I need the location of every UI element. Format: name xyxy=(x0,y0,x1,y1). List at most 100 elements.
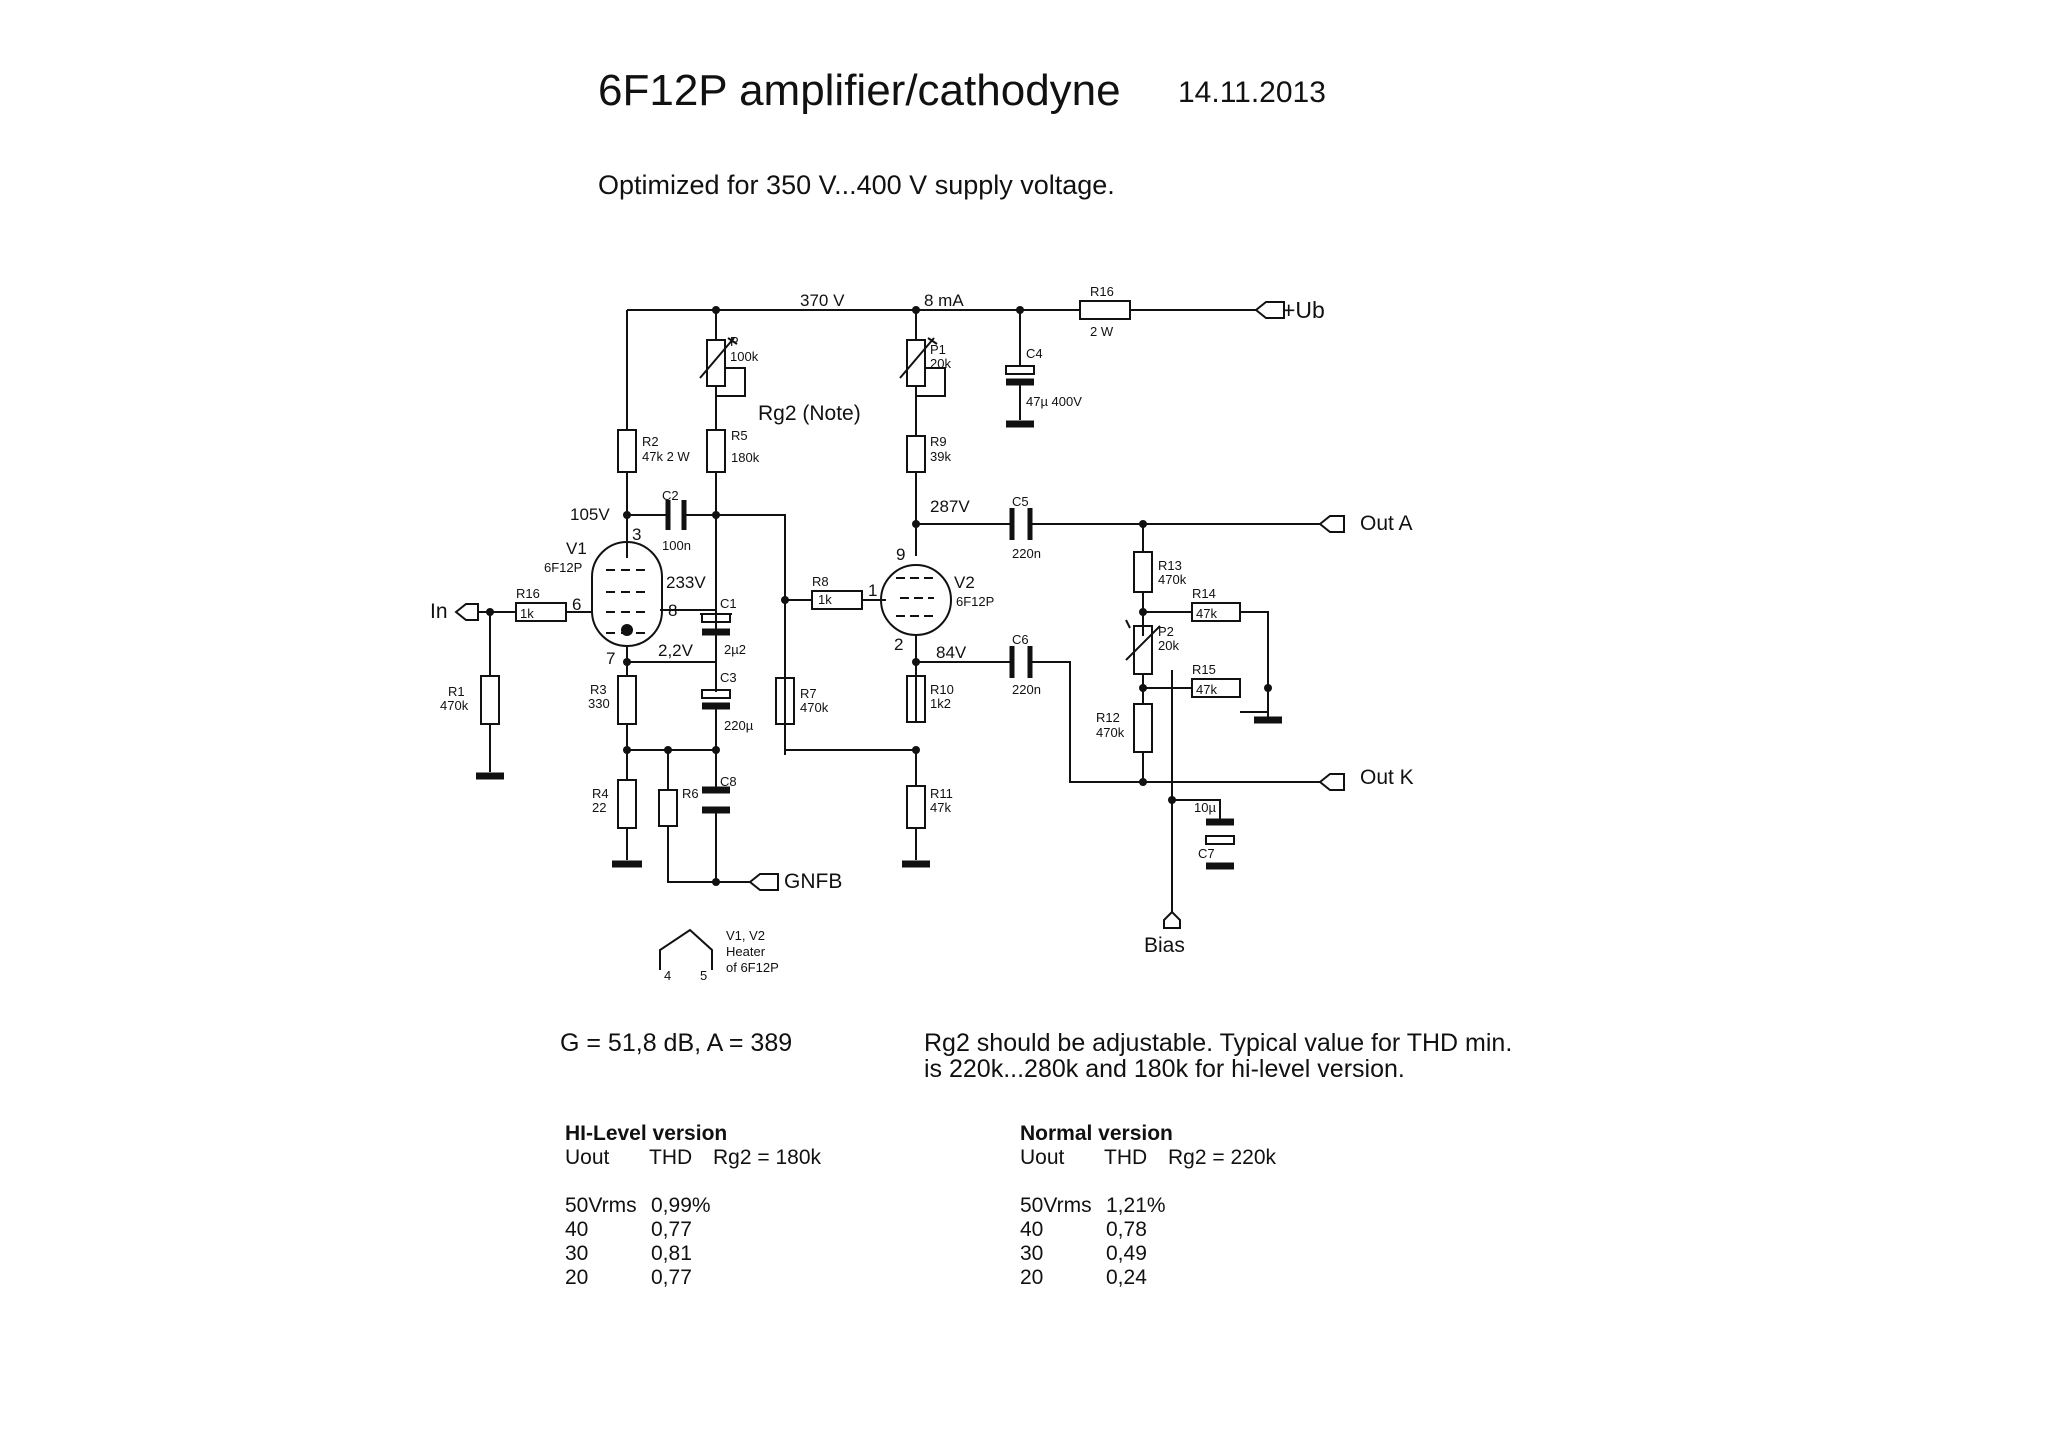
c2-ref: C2 xyxy=(662,488,679,503)
r5-resistor xyxy=(706,429,726,473)
r7-ref: R7 xyxy=(800,686,817,701)
r9-resistor xyxy=(906,435,926,473)
r16-input-resistor xyxy=(515,602,567,622)
gain-note: G = 51,8 dB, A = 389 xyxy=(560,1029,793,1057)
r16-supply-value: 2 W xyxy=(1090,324,1114,339)
v1-anode-voltage: 105V xyxy=(570,505,610,524)
p1-potentiometer xyxy=(906,339,926,387)
gnfb-port xyxy=(748,873,779,891)
r8-value: 1k xyxy=(818,592,832,607)
c6-ref: C6 xyxy=(1012,632,1029,647)
gnfb-label: GNFB xyxy=(784,870,842,893)
out-k-port xyxy=(1318,773,1345,791)
hi-level-title: HI-Level version xyxy=(565,1122,728,1145)
table-header-uout: Uout xyxy=(1020,1146,1065,1169)
v1-type: 6F12P xyxy=(544,560,582,575)
out-k-label: Out K xyxy=(1360,766,1414,789)
c7-value: 10µ xyxy=(1194,800,1216,815)
v2-anode-voltage: 287V xyxy=(930,497,970,516)
p-potentiometer xyxy=(706,339,726,387)
v2-ref: V2 xyxy=(954,573,975,592)
r14-ref: R14 xyxy=(1192,586,1216,601)
c5-ref: C5 xyxy=(1012,494,1029,509)
v2-pin-anode: 9 xyxy=(896,545,905,564)
r5-ref: R5 xyxy=(731,428,748,443)
hi-level-table: HI-Level version Uout THD Rg2 = 180k 50V… xyxy=(565,1122,865,1290)
r10-resistor xyxy=(906,675,926,723)
bias-label: Bias xyxy=(1144,934,1185,957)
r6-ref: R6 xyxy=(682,786,699,801)
subtitle: Optimized for 350 V...400 V supply volta… xyxy=(598,170,1115,200)
bias-port xyxy=(1163,910,1181,929)
c3-ref: C3 xyxy=(720,670,737,685)
date-label: 14.11.2013 xyxy=(1178,76,1326,109)
c5-value: 220n xyxy=(1012,546,1041,561)
ub-port xyxy=(1254,301,1285,319)
p2-value: 20k xyxy=(1158,638,1179,653)
out-a-label: Out A xyxy=(1360,512,1413,535)
r2-resistor xyxy=(617,429,637,473)
heater-note-line3: of 6F12P xyxy=(726,960,779,975)
out-a-port xyxy=(1318,515,1345,533)
p2-ref: P2 xyxy=(1158,624,1174,639)
r14-value: 47k xyxy=(1196,606,1217,621)
r4-resistor xyxy=(617,779,637,829)
v2-cathode-voltage: 84V xyxy=(936,643,967,662)
v1-pin-screen: 8 xyxy=(668,601,677,620)
heater-note-line2: Heater xyxy=(726,944,766,959)
c2-capacitor xyxy=(665,500,687,530)
v1-cathode-voltage: 2,2V xyxy=(658,641,694,660)
r10-value: 1k2 xyxy=(930,696,951,711)
rg2-note-line2: is 220k...280k and 180k for hi-level ver… xyxy=(924,1055,1405,1083)
v1-ref: V1 xyxy=(566,539,587,558)
r5-value: 180k xyxy=(731,450,760,465)
heater-pin-b: 5 xyxy=(700,968,707,983)
r12-resistor xyxy=(1133,703,1153,753)
c6-capacitor xyxy=(1009,646,1033,678)
r15-value: 47k xyxy=(1196,682,1217,697)
r8-ref: R8 xyxy=(812,574,829,589)
c4-capacitor xyxy=(1005,365,1035,375)
r13-resistor xyxy=(1133,551,1153,593)
c3-capacitor xyxy=(701,689,731,699)
table-header-thd: THD xyxy=(1104,1146,1148,1169)
normal-title: Normal version xyxy=(1020,1122,1173,1145)
p-value: 100k xyxy=(730,349,759,364)
r1-resistor xyxy=(480,675,500,725)
r12-ref: R12 xyxy=(1096,710,1120,725)
r13-value: 470k xyxy=(1158,572,1187,587)
c1-capacitor xyxy=(701,613,731,623)
r3-ref: R3 xyxy=(590,682,607,697)
r14-resistor xyxy=(1191,602,1241,622)
r11-ref: R11 xyxy=(930,786,953,801)
in-port xyxy=(454,603,479,621)
r12-value: 470k xyxy=(1096,725,1125,740)
v1-pin-grid: 6 xyxy=(572,595,581,614)
r1-ref: R1 xyxy=(448,684,465,699)
r15-resistor xyxy=(1191,678,1241,698)
r7-value: 470k xyxy=(800,700,829,715)
heater-symbol xyxy=(659,928,713,970)
r11-resistor xyxy=(906,785,926,829)
table-header-uout: Uout xyxy=(565,1146,610,1169)
r9-value: 39k xyxy=(930,449,951,464)
r16-input-ref: R16 xyxy=(516,586,540,601)
rg2-note-line1: Rg2 should be adjustable. Typical value … xyxy=(924,1029,1513,1057)
r2-ref: R2 xyxy=(642,434,659,449)
supply-voltage-label: 370 V xyxy=(800,291,845,310)
r1-value: 470k xyxy=(440,698,469,713)
c1-ref: C1 xyxy=(720,596,737,611)
r11-value: 47k xyxy=(930,800,951,815)
r13-ref: R13 xyxy=(1158,558,1182,573)
r4-ref: R4 xyxy=(592,786,609,801)
v2-type: 6F12P xyxy=(956,594,994,609)
r4-value: 22 xyxy=(592,800,606,815)
r16-input-value: 1k xyxy=(520,606,534,621)
r3-value: 330 xyxy=(588,696,610,711)
